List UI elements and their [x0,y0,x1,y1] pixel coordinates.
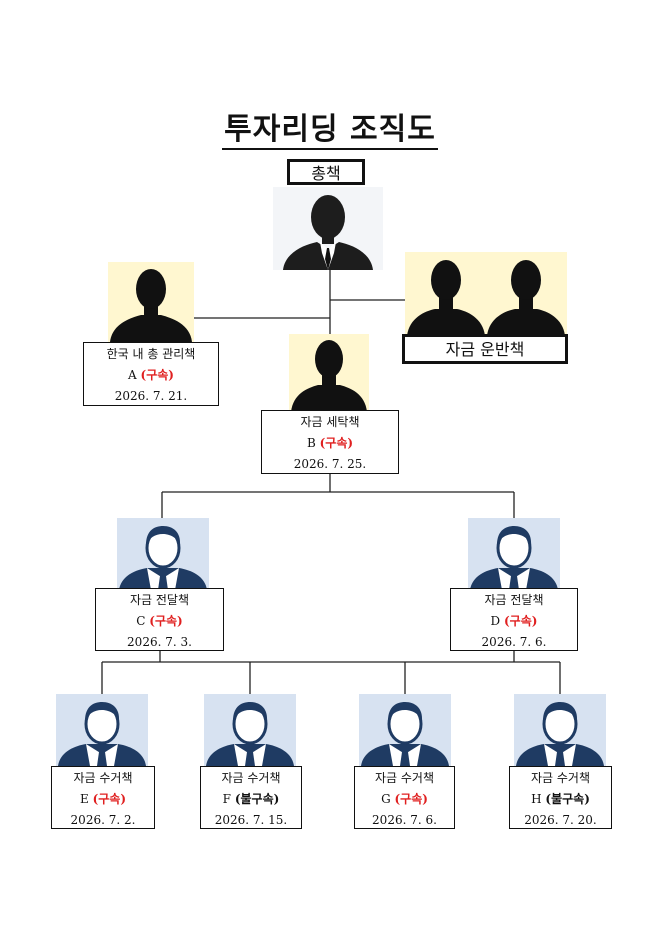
employee-avatar-icon [359,694,451,766]
collector-status: (불구속) [545,792,590,806]
deliverer-role: 자금 전달책 [129,593,189,607]
deliverer-date: 2026. 7. 6. [481,635,547,649]
deliverer-box-d: 자금 전달책 D (구속) 2026. 7. 6. [450,588,578,651]
deliverer-name: D [490,614,501,628]
person-silhouette-icon [405,252,567,336]
collector-date: 2026. 7. 15. [214,813,288,827]
collector-name: F [222,792,231,806]
deliverer-box-c: 자금 전달책 C (구속) 2026. 7. 3. [95,588,224,651]
collector-box-h: 자금 수거책 H (불구속) 2026. 7. 20. [509,766,612,829]
employee-avatar-icon [117,518,209,590]
korea-manager-name: A [128,368,137,382]
employee-avatar-icon [204,694,296,766]
collector-date: 2026. 7. 20. [524,813,597,827]
collector-status: (불구속) [234,792,280,806]
collector-box-f: 자금 수거책 F (불구속) 2026. 7. 15. [200,766,302,829]
collector-box-g: 자금 수거책 G (구속) 2026. 7. 6. [354,766,455,829]
top-boss-label: 총책 [311,164,341,183]
employee-avatar-icon [56,694,148,766]
laundering-name: B [306,436,316,450]
collector-date: 2026. 7. 6. [372,813,437,827]
transport-box: 자금 운반책 [402,334,568,364]
collector-status: (구속) [92,792,127,806]
laundering-role: 자금 세탁책 [300,415,360,429]
businessman-icon [273,187,383,270]
collector-name: G [381,792,391,806]
collector-date: 2026. 7. 2. [70,813,136,827]
deliverer-role: 자금 전달책 [484,593,544,607]
laundering-box: 자금 세탁책 B (구속) 2026. 7. 25. [261,410,399,474]
korea-manager-status: (구속) [140,368,174,382]
collector-role: 자금 수거책 [73,771,133,785]
collector-role: 자금 수거책 [530,771,590,785]
person-silhouette-icon [289,334,369,412]
collector-box-e: 자금 수거책 E (구속) 2026. 7. 2. [51,766,155,829]
page-title: 투자리딩 조직도 [0,104,660,150]
collector-name: H [531,792,542,806]
employee-avatar-icon [514,694,606,766]
collector-name: E [79,792,89,806]
korea-manager-box: 한국 내 총 관리책 A (구속) 2026. 7. 21. [83,342,219,406]
korea-manager-role: 한국 내 총 관리책 [106,347,196,361]
top-boss-label-box: 총책 [287,159,365,185]
collector-status: (구속) [394,792,428,806]
collector-role: 자금 수거책 [221,771,281,785]
korea-manager-date: 2026. 7. 21. [114,389,188,403]
deliverer-status: (구속) [149,614,183,628]
laundering-date: 2026. 7. 25. [293,457,367,471]
employee-avatar-icon [468,518,560,590]
transport-role: 자금 운반책 [445,340,525,359]
person-silhouette-icon [108,262,194,342]
deliverer-name: C [136,614,146,628]
collector-role: 자금 수거책 [374,771,434,785]
laundering-status: (구속) [319,436,354,450]
deliverer-date: 2026. 7. 3. [127,635,192,649]
deliverer-status: (구속) [504,614,538,628]
